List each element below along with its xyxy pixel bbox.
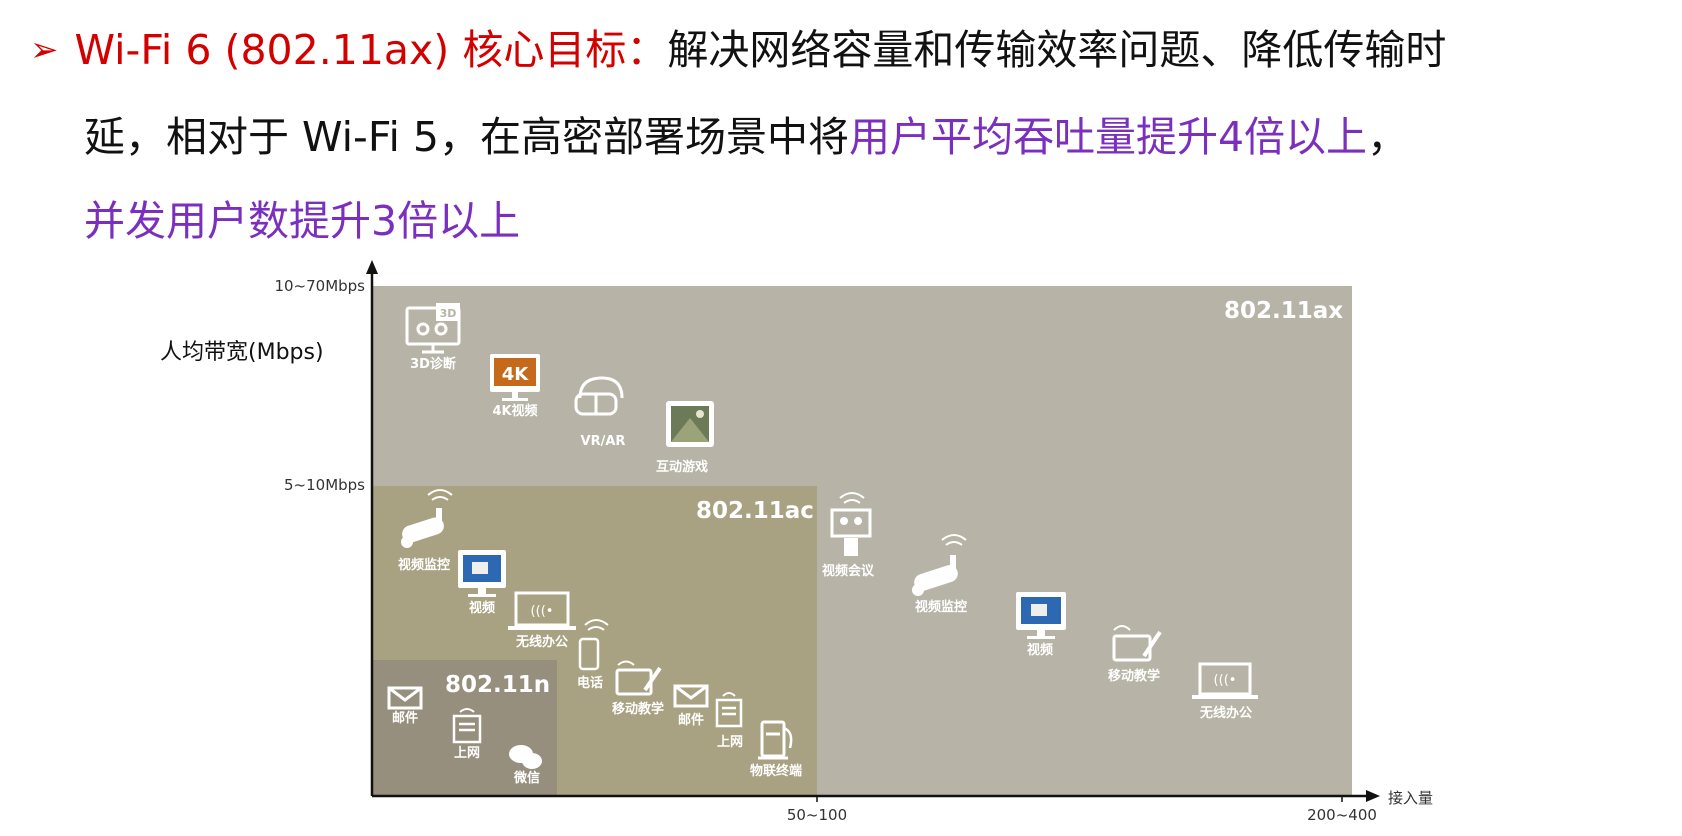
label-vr-ar: VR/AR bbox=[581, 434, 626, 449]
arrow-bullet-icon: ➢ bbox=[30, 30, 59, 70]
x-tick-mid: 50~100 bbox=[787, 806, 847, 824]
svg-text:(((•: (((• bbox=[1214, 673, 1237, 688]
label-3d-diagnosis: 3D诊断 bbox=[410, 356, 456, 372]
concurrent-users-highlight: 并发用户数提升3倍以上 bbox=[84, 197, 521, 245]
label-interactive-game: 互动游戏 bbox=[656, 459, 708, 475]
y-axis-title: 人均带宽(Mbps) bbox=[160, 340, 324, 365]
goal-text-1: 解决网络容量和传输效率问题、降低传输时 bbox=[667, 26, 1447, 74]
label-web-n: 上网 bbox=[454, 746, 480, 761]
label-mail-ac: 邮件 bbox=[678, 712, 704, 728]
4k-monitor-icon: 4K bbox=[490, 354, 540, 401]
vr-headset-icon bbox=[574, 376, 624, 416]
goal-comma: ， bbox=[1367, 113, 1409, 161]
3d-monitor-icon: 3D bbox=[405, 303, 461, 354]
label-video-surveillance-ax: 视频监控 bbox=[915, 599, 967, 615]
mail-icon bbox=[673, 684, 709, 708]
camera-icon bbox=[912, 534, 967, 596]
bullet-paragraph: ➢ Wi-Fi 6 (802.11ax) 核心目标：解决网络容量和传输效率问题、降… bbox=[30, 8, 1670, 263]
bullet-line-1: ➢ Wi-Fi 6 (802.11ax) 核心目标：解决网络容量和传输效率问题、降… bbox=[30, 8, 1670, 95]
region-802-11n bbox=[372, 660, 557, 796]
game-screen-icon bbox=[666, 401, 714, 447]
x-axis-title: 接入量 bbox=[1388, 789, 1433, 807]
label-802-11ax: 802.11ax bbox=[1224, 298, 1343, 324]
wechat-icon bbox=[509, 745, 542, 769]
svg-text:3D: 3D bbox=[440, 307, 457, 320]
label-4k-video: 4K视频 bbox=[492, 403, 537, 419]
label-mail-n: 邮件 bbox=[392, 710, 418, 726]
video-monitor-icon bbox=[458, 550, 506, 597]
svg-text:4K: 4K bbox=[502, 364, 530, 385]
phone-icon bbox=[578, 619, 609, 671]
tablet-pen-icon bbox=[615, 660, 662, 696]
wireless-laptop-icon: (((• bbox=[1192, 662, 1258, 699]
video-monitor-icon bbox=[1016, 592, 1066, 639]
tablet-pen-icon bbox=[1112, 625, 1162, 662]
label-video-ax: 视频 bbox=[1027, 642, 1053, 658]
label-mobile-teaching-ac: 移动教学 bbox=[612, 701, 664, 717]
bullet-line-2: 延，相对于 Wi-Fi 5，在高密部署场景中将用户平均吞吐量提升4倍以上， bbox=[30, 95, 1670, 179]
label-802-11n: 802.11n bbox=[445, 672, 550, 698]
wifi6-goal-title: Wi-Fi 6 (802.11ax) 核心目标： bbox=[74, 26, 668, 74]
label-web-ac: 上网 bbox=[717, 735, 743, 750]
label-wireless-office-ac: 无线办公 bbox=[515, 634, 568, 650]
label-wechat: 微信 bbox=[513, 770, 540, 786]
label-iot-terminal: 物联终端 bbox=[750, 763, 802, 779]
throughput-highlight: 用户平均吞吐量提升4倍以上 bbox=[848, 113, 1368, 161]
label-video-surveillance-ac: 视频监控 bbox=[398, 557, 450, 573]
label-wireless-office-ax: 无线办公 bbox=[1199, 705, 1252, 721]
web-page-icon bbox=[715, 692, 743, 728]
mail-icon bbox=[387, 686, 423, 710]
x-tick-high: 200~400 bbox=[1307, 806, 1377, 824]
conference-podium-icon bbox=[830, 492, 872, 556]
svg-text:(((•: (((• bbox=[531, 604, 554, 619]
wireless-laptop-icon: (((• bbox=[508, 591, 576, 630]
iot-station-icon bbox=[758, 720, 793, 760]
axes bbox=[366, 260, 1380, 802]
label-phone: 电话 bbox=[577, 675, 603, 691]
x-axis-arrow-icon bbox=[1366, 790, 1380, 802]
camera-icon bbox=[401, 489, 453, 548]
y-tick-high: 10~70Mbps bbox=[274, 277, 365, 295]
label-mobile-teaching-ax: 移动教学 bbox=[1108, 668, 1160, 684]
y-axis-arrow-icon bbox=[366, 260, 378, 274]
label-video-conference: 视频会议 bbox=[822, 563, 875, 579]
goal-text-2: 延，相对于 Wi-Fi 5，在高密部署场景中将 bbox=[84, 113, 849, 161]
web-page-icon bbox=[452, 708, 482, 744]
label-802-11ac: 802.11ac bbox=[696, 498, 814, 524]
label-video-ac: 视频 bbox=[469, 600, 495, 616]
y-tick-mid: 5~10Mbps bbox=[284, 476, 365, 494]
